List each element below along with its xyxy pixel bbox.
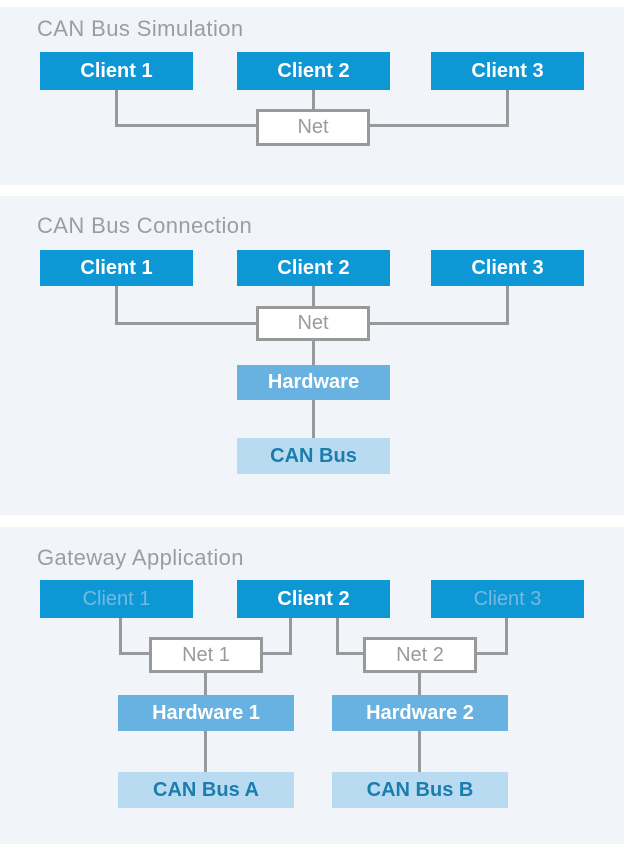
connector-client1-down — [115, 90, 118, 127]
node-client-1: Client 1 — [40, 52, 193, 90]
node-net-1: Net 1 — [149, 637, 263, 673]
panel-gateway-application: Gateway Application Client 1 Client 2 Cl… — [0, 527, 624, 844]
connector-client1-to-net — [115, 322, 256, 325]
connector-net1-to-hardware1 — [204, 673, 207, 695]
node-client-2: Client 2 — [237, 52, 390, 90]
node-net: Net — [256, 306, 370, 341]
connector-client2-to-net1 — [263, 652, 292, 655]
section-title-connection: CAN Bus Connection — [37, 213, 253, 238]
connector-client3-down — [506, 90, 509, 127]
node-client-1: Client 1 — [40, 580, 193, 618]
connector-client2-down-left — [289, 618, 292, 655]
node-client-3: Client 3 — [431, 580, 584, 618]
node-client-3: Client 3 — [431, 250, 584, 286]
connector-client2-to-net2 — [336, 652, 363, 655]
node-hardware-2: Hardware 2 — [332, 695, 508, 731]
connector-net-to-hardware — [312, 341, 315, 365]
node-net-2: Net 2 — [363, 637, 477, 673]
connector-client2-down-right — [336, 618, 339, 655]
connector-client1-down — [115, 286, 118, 325]
section-title-simulation: CAN Bus Simulation — [37, 16, 244, 41]
node-client-2: Client 2 — [237, 580, 390, 618]
connector-client2-to-net — [312, 90, 315, 109]
panel-can-bus-connection: CAN Bus Connection Client 1 Client 2 Cli… — [0, 196, 624, 515]
panel-can-bus-simulation: CAN Bus Simulation Client 1 Client 2 Cli… — [0, 7, 624, 185]
node-can-bus: CAN Bus — [237, 438, 390, 474]
node-hardware-1: Hardware 1 — [118, 695, 294, 731]
node-can-bus-b: CAN Bus B — [332, 772, 508, 808]
node-can-bus-a: CAN Bus A — [118, 772, 294, 808]
node-client-2: Client 2 — [237, 250, 390, 286]
node-hardware: Hardware — [237, 365, 390, 400]
connector-net2-to-hardware2 — [418, 673, 421, 695]
node-client-3: Client 3 — [431, 52, 584, 90]
connector-client3-to-net — [370, 322, 509, 325]
connector-hardware2-to-canbusB — [418, 731, 421, 772]
connector-hardware1-to-canbusA — [204, 731, 207, 772]
connector-client3-to-net — [370, 124, 509, 127]
connector-client1-down — [119, 618, 122, 655]
connector-client3-down — [506, 286, 509, 325]
node-client-1: Client 1 — [40, 250, 193, 286]
connector-client1-to-net1 — [119, 652, 149, 655]
node-net: Net — [256, 109, 370, 146]
connector-client3-to-net2 — [477, 652, 508, 655]
connector-client2-to-net — [312, 286, 315, 306]
connector-hardware-to-canbus — [312, 400, 315, 438]
section-title-gateway: Gateway Application — [37, 545, 244, 570]
connector-client1-to-net — [115, 124, 256, 127]
connector-client3-down — [505, 618, 508, 655]
